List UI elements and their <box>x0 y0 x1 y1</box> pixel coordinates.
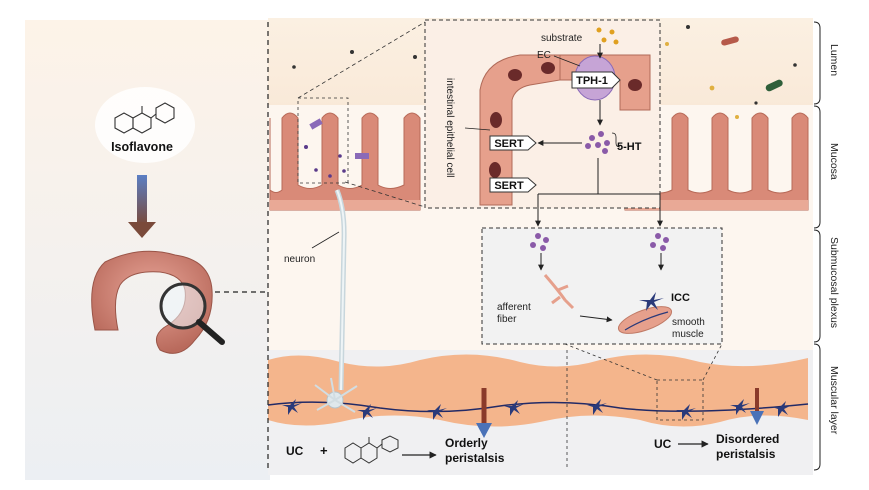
epithelial-leader-line <box>464 127 491 131</box>
serotonin-brace <box>611 132 621 148</box>
colon-illustration <box>91 250 225 354</box>
disordered-arrow-head <box>750 411 764 425</box>
ec-label: EC <box>537 50 551 61</box>
zoom-region-box <box>297 97 349 184</box>
plus-sign: + <box>320 443 328 458</box>
icc-process <box>624 311 669 331</box>
neuron <box>314 189 358 413</box>
uc-left-label: UC <box>286 444 304 458</box>
substrate-label: substrate <box>541 33 583 44</box>
orderly-label-2: peristalsis <box>445 451 505 465</box>
substrate-dots <box>596 27 619 45</box>
serotonin-dots-left <box>530 233 549 251</box>
compound-arrow-shaft <box>137 175 147 225</box>
compound-name: Isoflavone <box>111 140 173 154</box>
sert-label-1: SERT <box>494 138 524 150</box>
lumen-particles <box>292 25 797 119</box>
smooth-muscle-label-2: muscle <box>672 329 704 340</box>
lumen-bracket <box>813 21 821 105</box>
layer-label-mucosa: Mucosa <box>828 143 840 180</box>
layer-label-muscular: Muscular layer <box>828 366 840 435</box>
layer-label-lumen: Lumen <box>828 44 840 76</box>
tph1-label: TPH-1 <box>576 75 608 87</box>
epithelium-inset-box <box>424 19 661 209</box>
sert-tag-1 <box>489 135 537 151</box>
compound-arrow-head <box>128 222 156 238</box>
sert-label-2: SERT <box>494 180 524 192</box>
neuron-leader-line <box>311 231 340 249</box>
isoflavone-structure <box>114 102 175 134</box>
muscle-zoom-line-2 <box>702 343 723 381</box>
afferent-label-2: fiber <box>497 314 517 325</box>
mucosa-villi-left <box>269 112 421 211</box>
afferent-to-muscle-arrow <box>579 315 613 323</box>
sert-tag-2 <box>489 177 537 193</box>
muscular-bracket <box>813 343 821 471</box>
plexus-inset-box <box>481 227 723 345</box>
muscle-zoom-line-1 <box>564 343 658 381</box>
serotonin-label: 5-HT <box>617 141 642 153</box>
muscle-band <box>268 354 808 427</box>
mucosa-bracket <box>813 105 821 229</box>
smooth-muscle-label-1: smooth <box>672 317 705 328</box>
uc-right-label: UC <box>654 437 672 451</box>
serotonin-dots-top <box>585 131 610 154</box>
orderly-arrow-head <box>476 423 492 438</box>
ec-leader-line <box>553 55 581 67</box>
icc-star-shape <box>639 292 664 311</box>
submucosal-bracket <box>813 229 821 343</box>
disordered-label-2: peristalsis <box>716 447 776 461</box>
neuron-label: neuron <box>284 254 315 265</box>
disordered-label-1: Disordered <box>716 432 779 446</box>
icc-label: ICC <box>671 292 690 304</box>
inset-zoom-line-top <box>297 21 426 99</box>
afferent-fiber-shape <box>543 274 575 310</box>
isoflavone-structure-small <box>344 435 399 464</box>
muscle-zoom-box <box>656 379 704 421</box>
afferent-label-1: afferent <box>497 302 531 313</box>
serotonin-dots-right <box>650 233 669 251</box>
orderly-label-1: Orderly <box>445 436 488 450</box>
epithelial-cell-label: intestinal epithelial cell <box>444 78 455 178</box>
tph1-tag <box>571 71 621 89</box>
layer-label-submucosal: Submucosal plexus <box>828 237 840 328</box>
icc-cells <box>282 399 792 420</box>
